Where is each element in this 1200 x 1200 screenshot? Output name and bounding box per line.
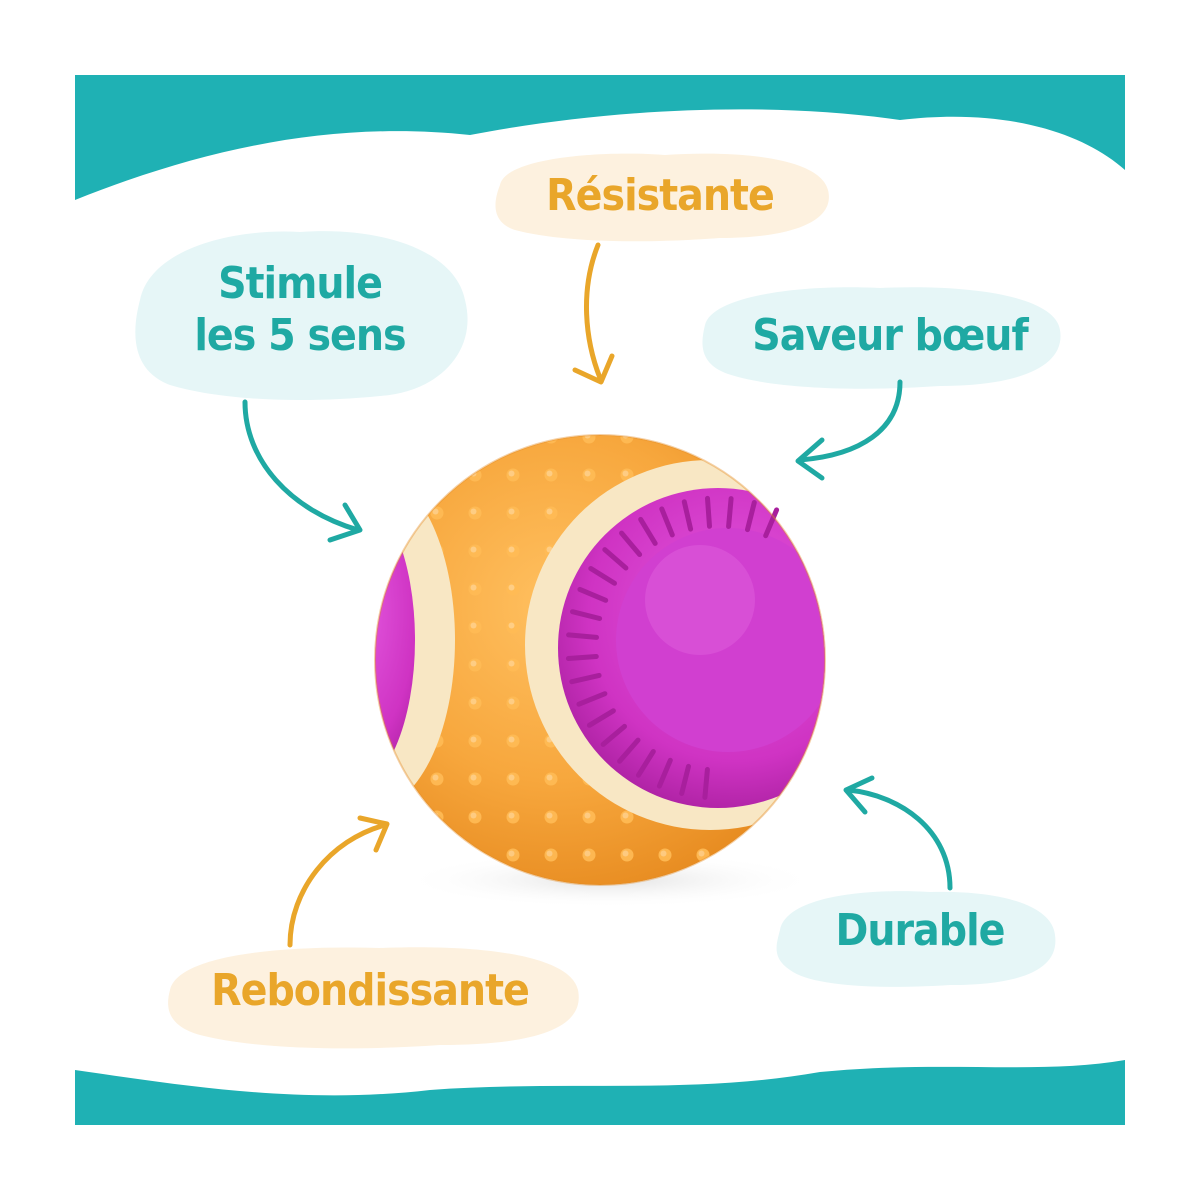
- ball-ridge: [745, 500, 757, 533]
- feature-text-stimule-line1: Stimule: [218, 258, 383, 309]
- ball-ridge: [565, 654, 599, 661]
- arrow-resistante: [584, 242, 603, 381]
- feature-label-rebondissante: Rebondissante: [180, 965, 560, 1017]
- ball-ridge: [681, 499, 694, 532]
- ball-ridge: [569, 672, 602, 685]
- ball-ridge: [763, 507, 780, 539]
- ball-ridge: [566, 632, 599, 640]
- ball-left-cream-ring: [375, 470, 455, 810]
- ball-ridge: [588, 566, 617, 586]
- feature-label-resistante: Résistante: [500, 170, 820, 222]
- ball-ridge: [619, 530, 643, 557]
- arrow-saveur: [797, 379, 903, 463]
- feature-label-durable: Durable: [790, 905, 1050, 957]
- bubble-resistante: [495, 153, 829, 242]
- ball-ridge: [659, 506, 675, 538]
- bubble-stimule: [135, 231, 468, 401]
- ball-ridge: [576, 691, 608, 707]
- arrowhead-durable: [843, 775, 875, 815]
- ball-ridge: [656, 757, 673, 789]
- bubble-durable: [776, 891, 1056, 987]
- ball-ridge: [570, 609, 603, 621]
- feature-text-stimule-line2: les 5 sens: [194, 309, 406, 361]
- ball-ridges: [565, 495, 780, 800]
- curved-arrow-icon: [242, 242, 953, 948]
- ball-ridge: [602, 547, 629, 571]
- bubble-rebondissante: [168, 947, 579, 1049]
- ball-ridge: [726, 496, 734, 529]
- ball-ridge: [702, 767, 710, 800]
- ball-ridge: [617, 737, 641, 764]
- arrowhead-saveur: [795, 437, 825, 481]
- feature-text-resistante: Résistante: [546, 170, 775, 221]
- arrow-durable: [845, 787, 953, 891]
- ball-ridge: [705, 495, 712, 529]
- bubble-saveur: [702, 287, 1061, 389]
- arrowhead-resistante: [572, 353, 615, 385]
- ball-ridge: [679, 763, 691, 796]
- feature-text-durable: Durable: [835, 905, 1005, 956]
- arrow-stimule: [242, 399, 361, 533]
- ball-ridge: [636, 749, 656, 778]
- feature-label-saveur: Saveur bœuf: [720, 310, 1060, 362]
- ball-ridge: [600, 723, 627, 747]
- feature-label-stimule: Stimule les 5 sens: [150, 258, 450, 362]
- arrowhead-rebondissante: [357, 815, 390, 853]
- feature-text-rebondissante: Rebondissante: [211, 965, 530, 1016]
- feature-text-saveur: Saveur bœuf: [752, 310, 1028, 361]
- ball-right-magenta-dome: [616, 528, 825, 752]
- ball-ridge: [586, 708, 616, 728]
- arrow-rebondissante: [287, 822, 388, 948]
- arrowhead-stimule: [327, 502, 363, 543]
- ball-ridge: [638, 516, 658, 546]
- ball-ridge: [577, 586, 609, 603]
